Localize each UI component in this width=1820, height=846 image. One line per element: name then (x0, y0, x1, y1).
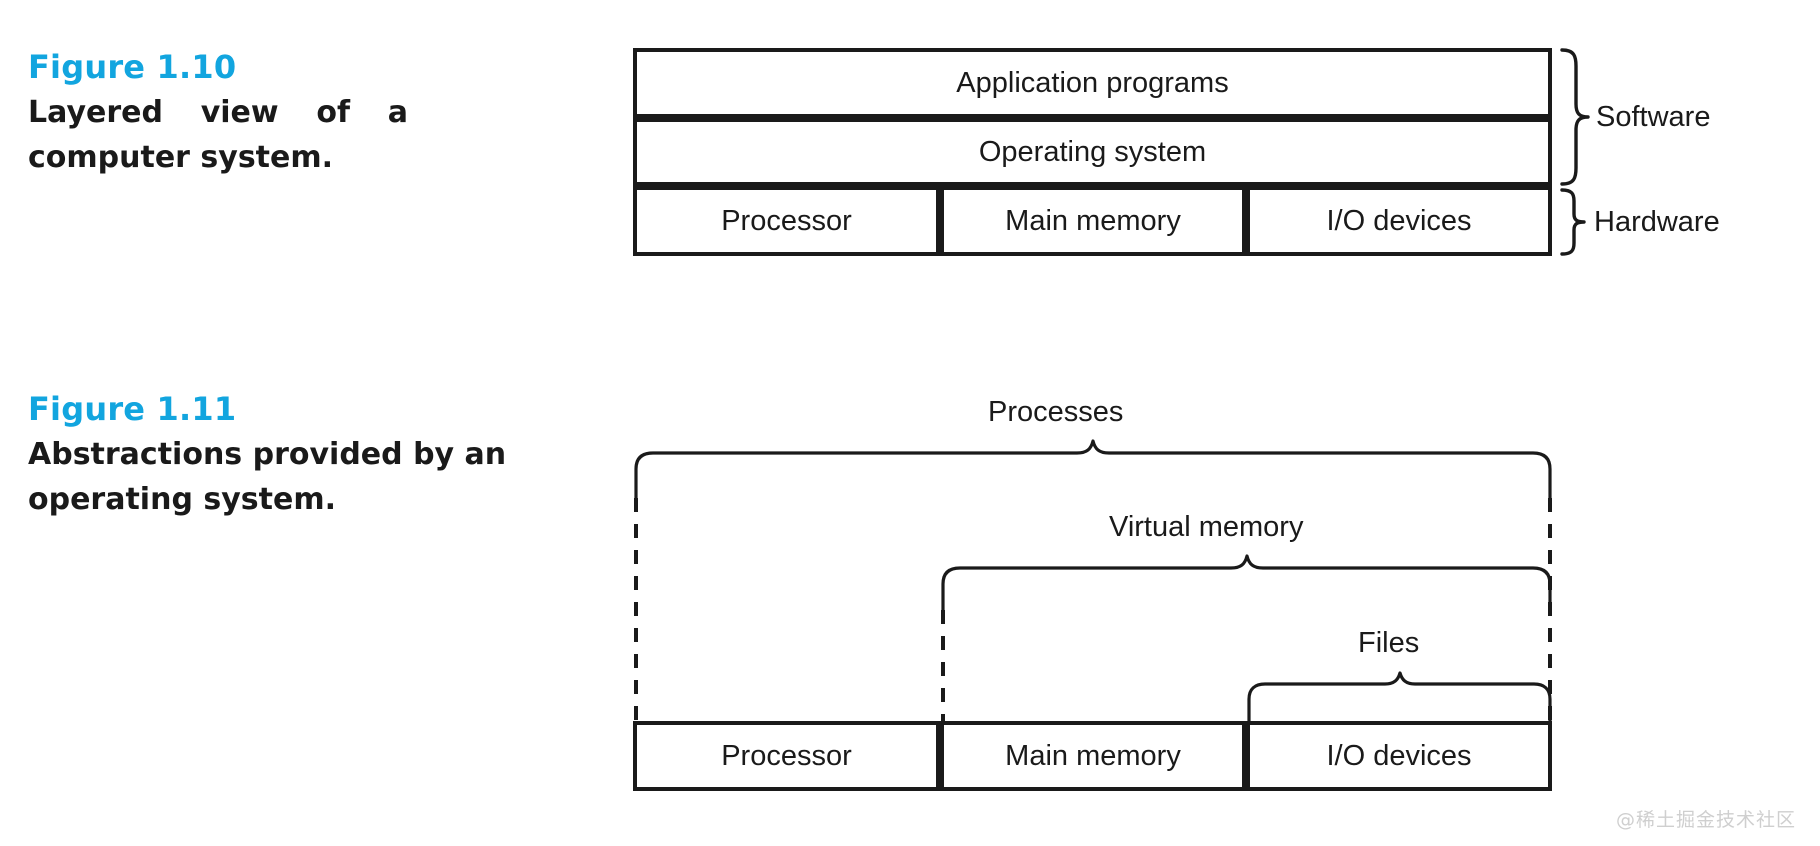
figure-1-10-caption: Figure 1.10 Layered view of a computer s… (28, 46, 548, 180)
hardware-box-io-devices: I/O devices (1246, 721, 1552, 791)
brace-label-hardware: Hardware (1594, 206, 1720, 238)
hardware-box-processor: Processor (633, 186, 940, 256)
brace-label-software: Software (1596, 101, 1711, 133)
hardware-box-processor: Processor (633, 721, 940, 791)
hardware-brace-icon (1560, 188, 1586, 256)
figure-1-10-description: Layered view of a computer system. (28, 95, 408, 175)
hardware-label-processor: Processor (721, 204, 852, 237)
figure-1-11-description: Abstractions provided by an operating sy… (28, 437, 507, 517)
hardware-box-io-devices: I/O devices (1246, 186, 1552, 256)
layer-label-application-programs: Application programs (956, 66, 1229, 99)
software-brace-icon (1560, 48, 1590, 186)
virtual-memory-brace-icon (941, 554, 1552, 614)
layer-box-operating-system: Operating system (633, 118, 1552, 186)
layer-label-operating-system: Operating system (978, 135, 1207, 168)
watermark: @稀土掘金技术社区 (1615, 809, 1796, 831)
processes-brace-icon (634, 439, 1552, 502)
abstraction-label-virtual-memory: Virtual memory (1109, 511, 1304, 543)
abstraction-label-files: Files (1358, 627, 1420, 659)
files-brace-icon (1247, 671, 1552, 724)
hardware-box-main-memory: Main memory (940, 721, 1246, 791)
hardware-label-io-devices: I/O devices (1326, 204, 1472, 237)
figure-1-10-label: Figure 1.10 (28, 48, 237, 86)
hardware-label-main-memory: Main memory (1005, 739, 1181, 772)
hardware-label-processor: Processor (721, 739, 852, 772)
hardware-label-main-memory: Main memory (1005, 204, 1181, 237)
layer-box-application-programs: Application programs (633, 48, 1552, 118)
figure-1-11-caption: Figure 1.11 Abstractions provided by an … (28, 388, 548, 522)
hardware-box-main-memory: Main memory (940, 186, 1246, 256)
abstraction-label-processes: Processes (988, 396, 1124, 428)
figure-1-11-label: Figure 1.11 (28, 390, 237, 428)
hardware-label-io-devices: I/O devices (1326, 739, 1472, 772)
